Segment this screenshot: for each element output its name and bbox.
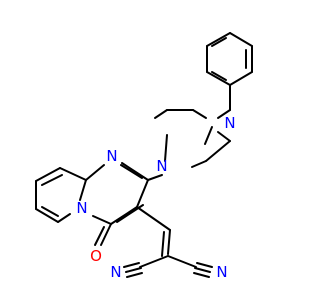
bond (136, 179, 149, 208)
benzyl-ch2 (217, 84, 231, 119)
bond (205, 140, 231, 162)
bond (229, 71, 253, 86)
bond-inner (211, 71, 227, 81)
atom-n-piperazine-top: N (224, 114, 235, 132)
bond (164, 134, 168, 162)
bond (110, 206, 138, 225)
bond (167, 229, 171, 255)
atom-n-nitrile-right: N (216, 263, 227, 281)
bond (154, 109, 168, 119)
bond-triple (123, 262, 140, 268)
benzene-ring (206, 32, 253, 86)
bond (121, 162, 149, 181)
pyrimidinone-ring (79, 162, 149, 225)
atom-n-nitrile-left: N (110, 263, 121, 281)
piperazine-ring (154, 109, 231, 168)
bond (229, 32, 253, 47)
bond-inner (41, 174, 63, 186)
atom-o-carbonyl: O (90, 247, 102, 265)
atom-n-piperazine-bottom: N (156, 157, 167, 175)
bond (204, 126, 213, 145)
bond (147, 174, 163, 181)
bond (92, 215, 112, 225)
bond-triple (126, 272, 143, 278)
atom-n-bridgehead: N (76, 199, 87, 217)
bond-triple (196, 262, 213, 268)
bond-double (120, 164, 143, 179)
molecule-diagram: N N N N O N N (35, 32, 253, 281)
bond (57, 213, 71, 223)
structure-canvas: N N N N O N N (35, 32, 253, 281)
carbonyl (94, 223, 112, 246)
atom-n-pyrimidine: N (106, 147, 117, 165)
bond (35, 208, 59, 223)
bond-inner (211, 37, 227, 47)
bond (139, 255, 169, 268)
bond (100, 223, 112, 246)
atom-labels: N N N N O N N (76, 114, 235, 281)
bond-inner (41, 206, 59, 217)
bond (79, 179, 87, 201)
bond (161, 231, 165, 257)
bond (85, 164, 105, 181)
dicyanovinyl (123, 206, 213, 278)
bond (94, 226, 105, 246)
bond (35, 167, 61, 182)
bond (217, 109, 231, 119)
bond (206, 71, 231, 86)
pyridine-ring (35, 167, 87, 223)
bond (59, 167, 87, 181)
bond (167, 255, 197, 268)
bond-triple (194, 267, 211, 273)
bond-triple (193, 272, 210, 278)
bond (136, 206, 171, 231)
bond (191, 160, 207, 168)
bond (217, 131, 231, 142)
bond (206, 32, 231, 47)
bond-triple (125, 267, 142, 273)
bond (192, 109, 207, 119)
